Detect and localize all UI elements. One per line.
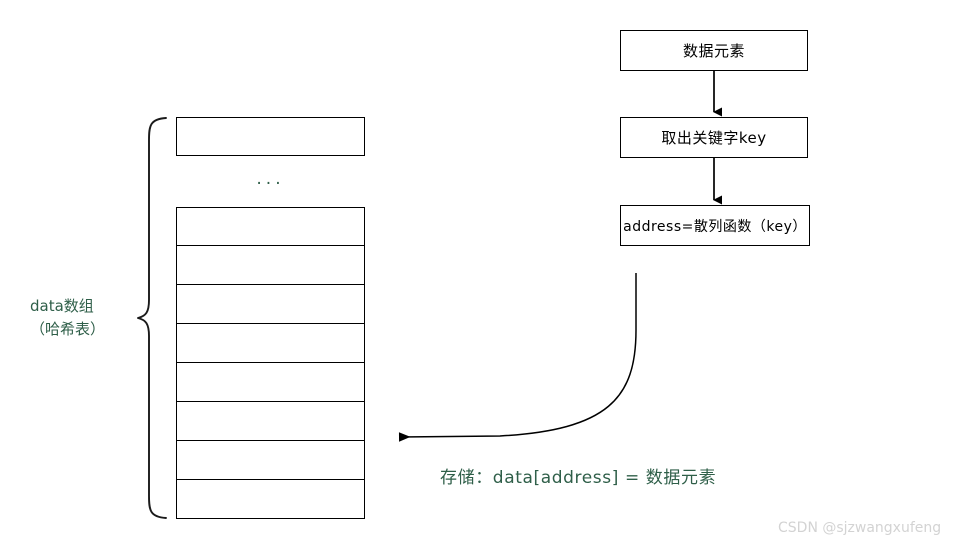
array-cell-1[interactable] <box>176 207 365 246</box>
array-brace <box>137 117 167 519</box>
array-cell-3[interactable] <box>176 285 365 324</box>
array-label-line-1: data数组 <box>30 297 94 315</box>
array-label: data数组 （哈希表） <box>30 295 140 341</box>
flow-box-data-element[interactable]: 数据元素 <box>620 30 808 71</box>
array-cell-6[interactable] <box>176 402 365 441</box>
array-cell-2[interactable] <box>176 246 365 285</box>
array-cell-8[interactable] <box>176 480 365 519</box>
watermark: CSDN @sjzwangxufeng <box>778 520 942 536</box>
flow-box-hash-function[interactable]: address=散列函数（key） <box>620 205 810 246</box>
array-cell-7[interactable] <box>176 441 365 480</box>
store-caption: 存储：data[address] = 数据元素 <box>440 468 717 488</box>
array-cell-0[interactable] <box>176 117 365 156</box>
flow-box-extract-key[interactable]: 取出关键字key <box>620 117 808 158</box>
array-cell-4[interactable] <box>176 324 365 363</box>
array-ellipsis: ... <box>256 169 285 189</box>
array-label-line-2: （哈希表） <box>30 320 106 338</box>
array-cell-5[interactable] <box>176 363 365 402</box>
arrow-hash-function-to-array <box>398 273 637 442</box>
